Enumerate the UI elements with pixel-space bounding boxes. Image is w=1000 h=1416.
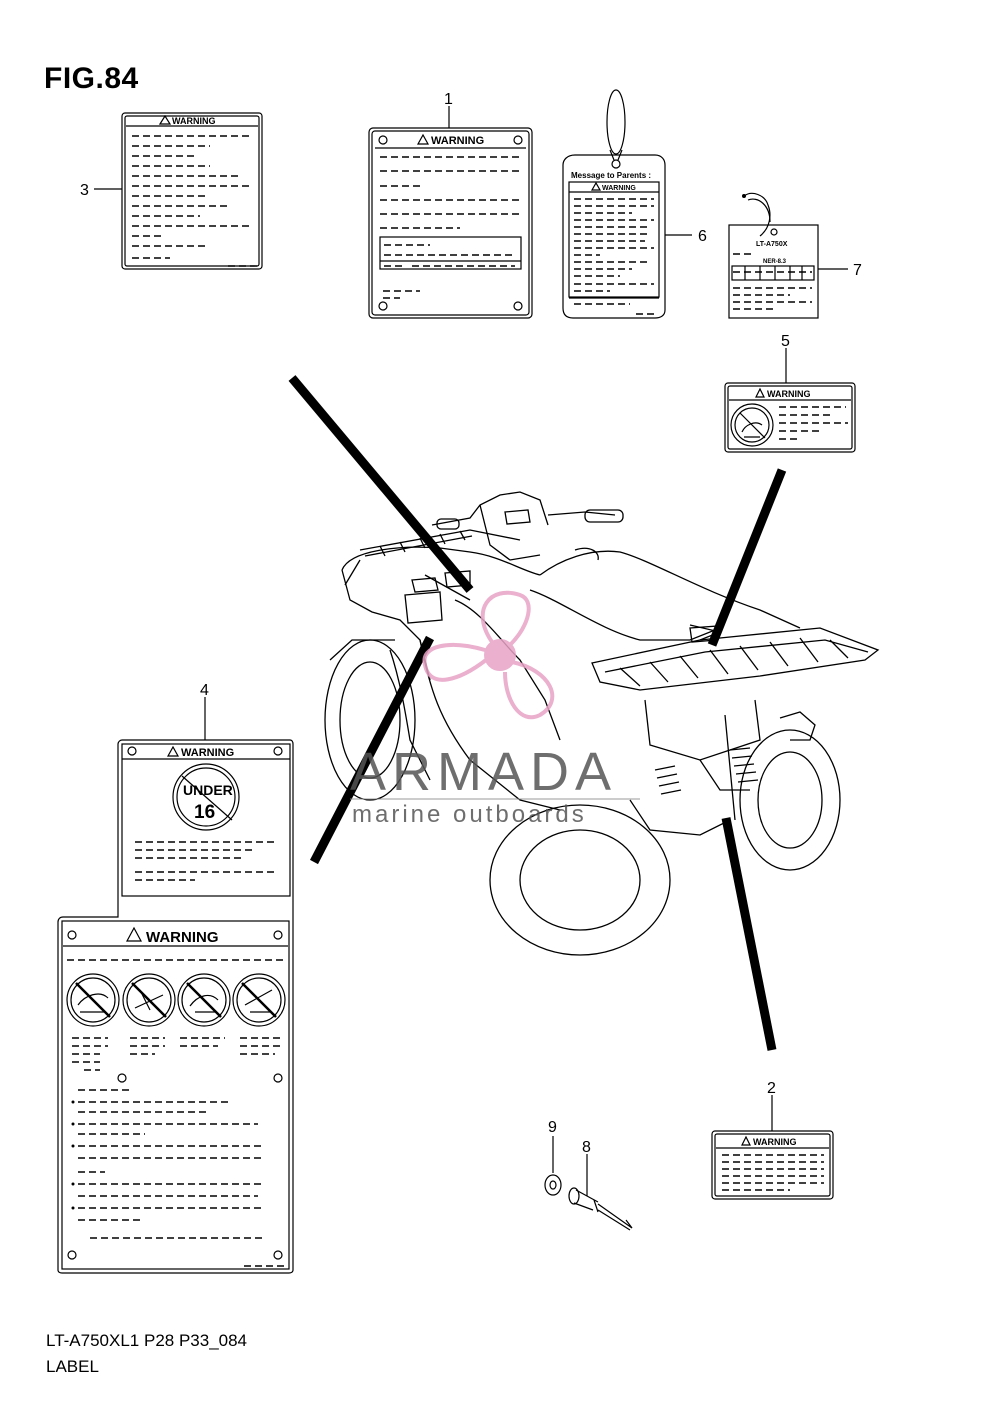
under-age-badge-number: 16: [194, 802, 215, 823]
label-4-warning-text-bottom: WARNING: [146, 929, 219, 946]
label-2[interactable]: WARNING: [711, 1130, 834, 1200]
label-5-warning-text: WARNING: [767, 389, 811, 399]
label-6-message-text: Message to Parents :: [571, 171, 651, 180]
label-5[interactable]: WARNING: [724, 382, 856, 453]
label-1-warning-text: WARNING: [431, 135, 484, 147]
label-6-parent-tag[interactable]: Message to Parents : WARNING: [562, 89, 666, 319]
under-age-badge-top: UNDER: [183, 782, 233, 798]
callout-6: 6: [698, 228, 707, 245]
atv-illustration: [324, 491, 880, 956]
callout-5: 5: [781, 333, 790, 350]
label-7-ratio-text: NER-8.3: [763, 259, 787, 265]
label-3[interactable]: WARNING: [121, 112, 263, 270]
callout-4: 4: [200, 682, 209, 699]
watermark: ARMADA marine outboards: [350, 590, 640, 828]
callout-9: 9: [548, 1119, 557, 1136]
label-7-model-text: LT-A750X: [756, 241, 788, 248]
figure-title: FIG.84: [44, 62, 139, 95]
callout-2: 2: [767, 1080, 776, 1097]
label-4[interactable]: WARNING UNDER 16 WARNING: [57, 739, 294, 1274]
label-1[interactable]: WARNING: [368, 127, 533, 319]
label-2-warning-text: WARNING: [753, 1137, 797, 1147]
label-3-warning-text: WARNING: [172, 116, 216, 126]
watermark-tagline: marine outboards: [352, 801, 587, 828]
part-8-rivet[interactable]: [568, 1187, 633, 1231]
section-name: LABEL: [46, 1357, 99, 1376]
watermark-name: ARMADA: [350, 742, 617, 802]
callout-1: 1: [444, 91, 453, 108]
label-6-warning-text: WARNING: [602, 185, 636, 192]
label-location-leaders: [288, 375, 787, 1051]
model-code: LT-A750XL1 P28 P33_084: [46, 1331, 248, 1350]
label-4-warning-text-top: WARNING: [181, 747, 234, 759]
watermark-propeller-logo: [422, 590, 555, 720]
callout-7: 7: [853, 262, 862, 279]
label-7-model-tag[interactable]: LT-A750X NER-8.3: [728, 192, 819, 319]
callout-3: 3: [80, 182, 89, 199]
part-9-washer[interactable]: [544, 1174, 562, 1196]
callout-8: 8: [582, 1139, 591, 1156]
